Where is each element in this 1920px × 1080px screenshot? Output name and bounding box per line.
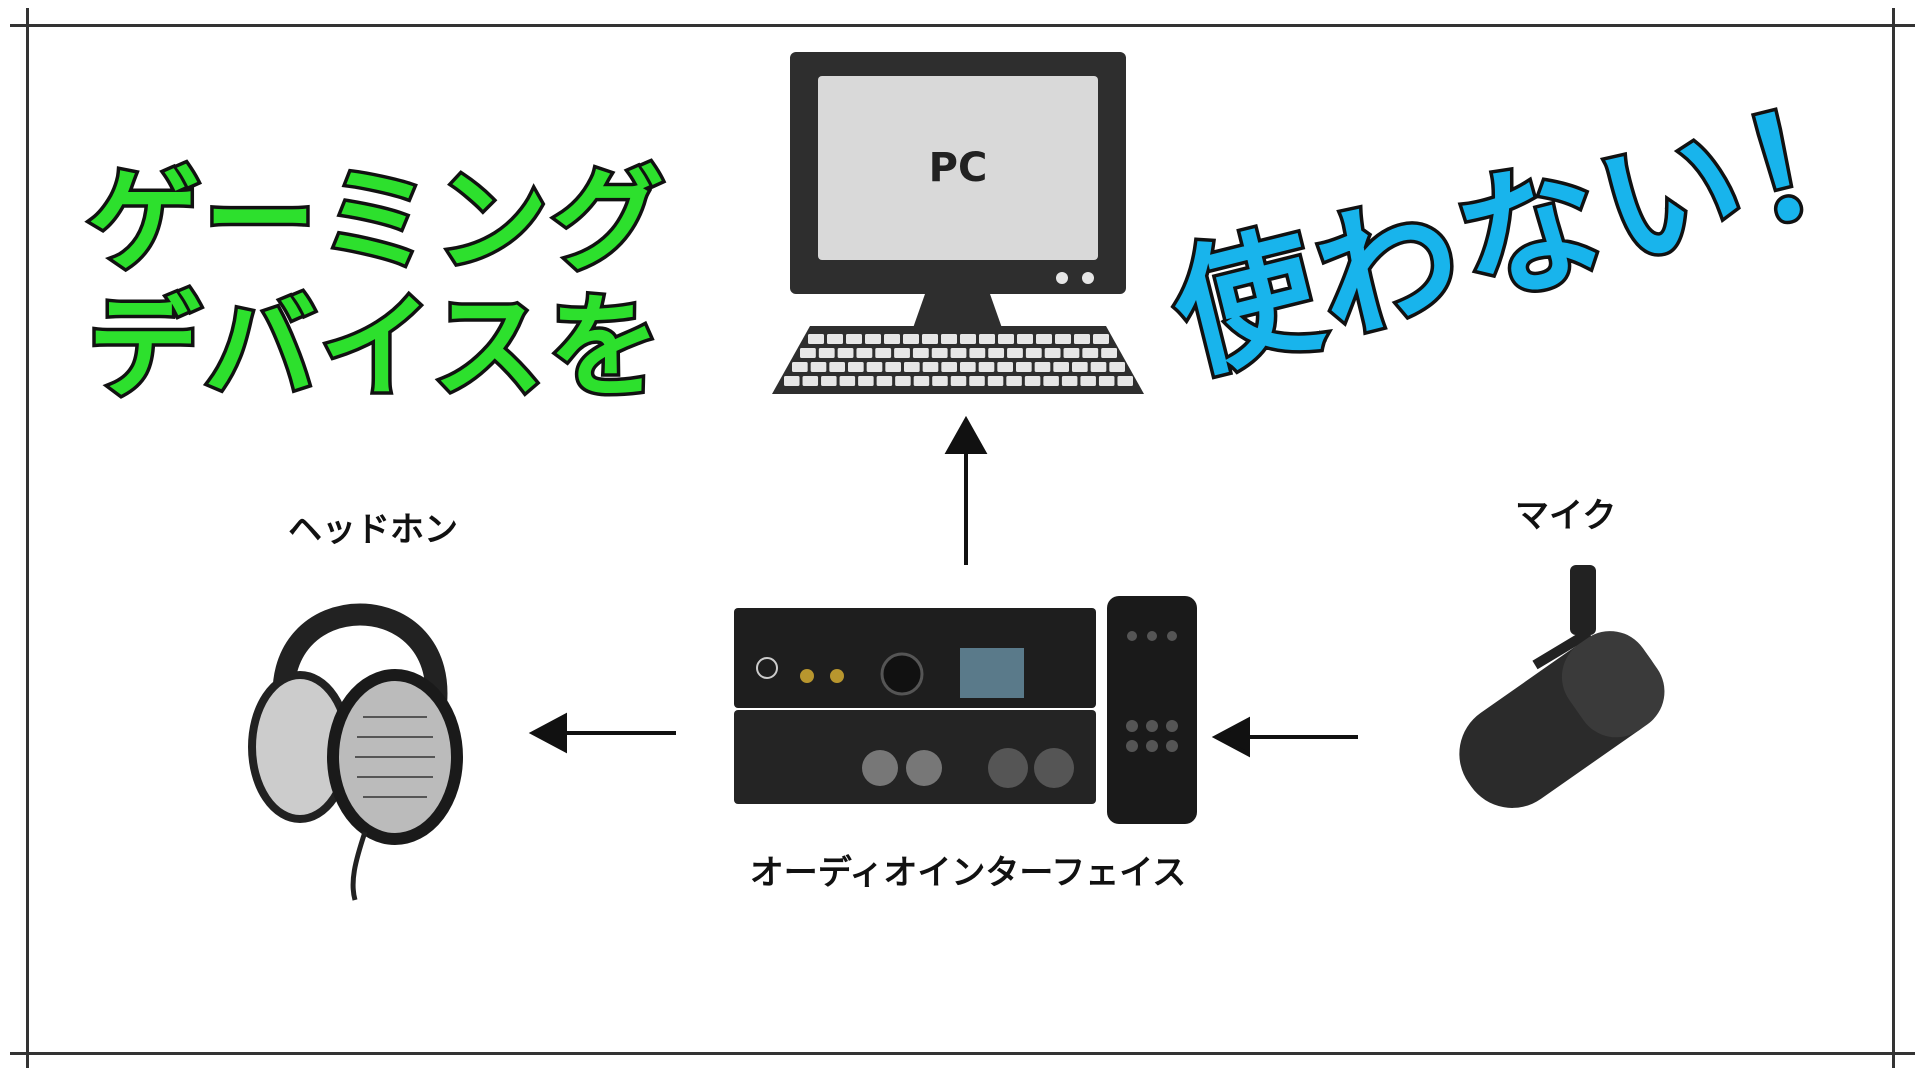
arrow-left-mic-head	[1211, 716, 1250, 758]
frame-left-line	[26, 8, 29, 1068]
keyboard-key	[1025, 348, 1042, 358]
audio-interface-label: オーディオインターフェイス	[749, 853, 1187, 893]
keyboard-key	[827, 334, 843, 344]
keyboard-key	[941, 334, 957, 344]
keyboard-key	[858, 376, 874, 386]
headphones-icon	[248, 603, 463, 901]
audio-interface-icon	[734, 596, 1197, 824]
keyboard-key	[904, 362, 920, 372]
keyboard-key	[931, 348, 948, 358]
keyboard-key	[960, 362, 976, 372]
keyboard-key	[1055, 334, 1071, 344]
arrow-left-headphones-head	[528, 712, 567, 754]
keyboard-key	[821, 376, 837, 386]
keyboard-key	[1109, 362, 1125, 372]
keyboard-key	[829, 362, 845, 372]
keyboard-key	[1117, 376, 1133, 386]
keyboard-key	[1044, 348, 1061, 358]
keyboard-key	[895, 376, 911, 386]
keyboard-key	[969, 348, 986, 358]
pc-illustration: PC	[770, 50, 1150, 400]
keyboard-key	[839, 376, 856, 386]
keyboard-key	[1098, 376, 1115, 386]
keyboard-key	[818, 348, 835, 358]
pc-icon	[772, 52, 1144, 394]
keyboard-key	[1080, 376, 1096, 386]
pc-screen-label: PC	[928, 145, 988, 191]
keyboard-key	[913, 376, 930, 386]
keyboard-key	[876, 376, 893, 386]
keyboard-key	[1082, 348, 1099, 358]
title-line-2: デバイスを	[85, 283, 665, 413]
keyboard-key	[969, 376, 985, 386]
keyboard-key	[846, 334, 862, 344]
keyboard-key	[1061, 376, 1078, 386]
keyboard-key	[912, 348, 929, 358]
keyboard-key	[1017, 334, 1033, 344]
keyboard-key	[856, 348, 873, 358]
keyboard-key	[1007, 348, 1023, 358]
microphone-icon	[1459, 565, 1665, 808]
keyboard-key	[1053, 362, 1069, 372]
keyboard-key	[810, 362, 827, 372]
keyboard-key	[802, 376, 819, 386]
keyboard-key	[1074, 334, 1090, 344]
keyboard-key	[979, 334, 995, 344]
keyboard-key	[1093, 334, 1109, 344]
keyboard-key	[1043, 376, 1059, 386]
keyboard-key	[808, 334, 824, 344]
keyboard-key	[987, 376, 1004, 386]
frame-right-line	[1892, 8, 1895, 1068]
keyboard-key	[784, 376, 800, 386]
keyboard-key	[1016, 362, 1032, 372]
keyboard-key	[1024, 376, 1041, 386]
keyboard-key	[1101, 348, 1117, 358]
keyboard-key	[932, 376, 948, 386]
keyboard-key	[1063, 348, 1080, 358]
keyboard-key	[1090, 362, 1107, 372]
keyboard-key	[885, 362, 901, 372]
frame-bottom-line	[10, 1052, 1915, 1055]
keyboard-key	[922, 334, 938, 344]
keyboard-key	[875, 348, 892, 358]
keyboard-key	[941, 362, 957, 372]
keyboard-key	[960, 334, 976, 344]
keyboard-key	[1006, 376, 1022, 386]
keyboard-key	[997, 362, 1013, 372]
keyboard-key	[988, 348, 1005, 358]
keyboard-key	[1034, 362, 1051, 372]
keyboard-key	[865, 334, 881, 344]
keyboard-key	[950, 348, 967, 358]
keyboard-key	[884, 334, 900, 344]
keyboard-key	[792, 362, 808, 372]
headphones-label: ヘッドホン	[288, 510, 458, 550]
keyboard-key	[950, 376, 967, 386]
keyboard-key	[894, 348, 910, 358]
arrow-up-head	[944, 415, 988, 454]
keyboard-key	[903, 334, 919, 344]
keyboard-key	[998, 334, 1014, 344]
keyboard-key	[922, 362, 939, 372]
keyboard-key	[800, 348, 816, 358]
keyboard-key	[978, 362, 995, 372]
frame-top-line	[10, 24, 1915, 27]
keyboard-key	[837, 348, 854, 358]
keyboard-key	[1072, 362, 1088, 372]
mic-label: マイク	[1515, 496, 1617, 536]
keyboard-key	[1036, 334, 1052, 344]
keyboard-key	[848, 362, 864, 372]
title-line-1: ゲーミング	[85, 156, 668, 286]
keyboard-key	[866, 362, 883, 372]
